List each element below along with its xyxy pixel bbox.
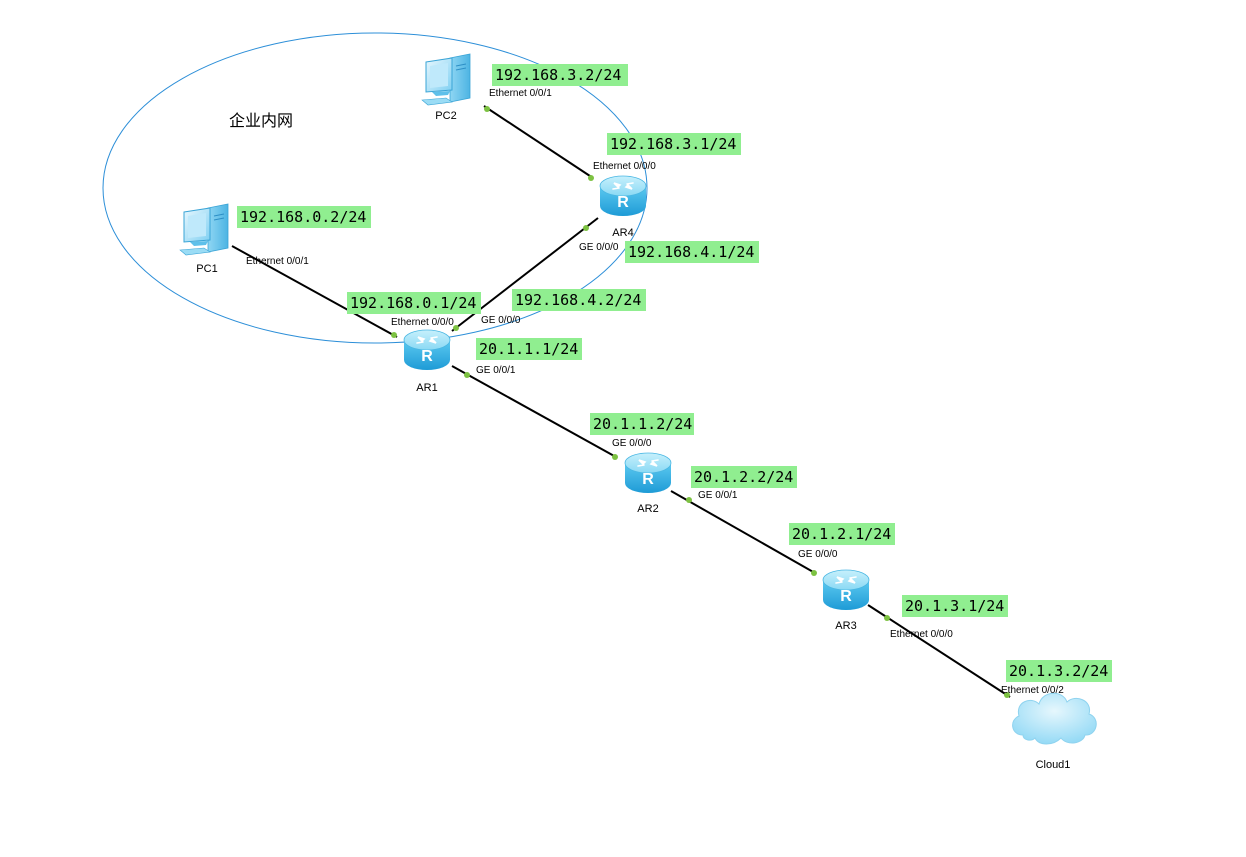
pc-icon [179,203,229,256]
port-label-ar4-ge000: GE 0/0/0 [579,242,619,253]
port-dots [391,106,1010,698]
port-dot-ar4-e000 [588,175,594,181]
pc-icon [421,53,471,106]
svg-text:192.168.0.1/24: 192.168.0.1/24 [350,294,476,312]
intranet-zone-outline [102,32,648,344]
port-dot-ar1-e000 [391,332,397,338]
port-label-ar2-ge000: GE 0/0/0 [612,438,652,449]
pc2-device[interactable] [421,53,471,106]
router-icon [403,329,451,371]
link-pc1-ar1[interactable] [231,245,398,338]
port-label-ar3-ge000: GE 0/0/0 [798,549,838,560]
ip-labels: 192.168.3.2/24 192.168.3.1/24 192.168.0.… [237,64,1112,682]
ip-label-ar1-ge000[interactable]: 192.168.4.2/24 [512,289,646,311]
ar1-label: AR1 [416,382,437,394]
ar4-device[interactable] [599,175,647,217]
link-ar4-ar1[interactable] [451,217,599,332]
port-dot-ar1-ge001 [464,372,470,378]
port-dot-ar1-ge000 [453,325,459,331]
svg-text:20.1.3.2/24: 20.1.3.2/24 [1009,662,1108,680]
ip-label-cloud1[interactable]: 20.1.3.2/24 [1006,660,1112,682]
ar4-label: AR4 [612,227,633,239]
port-label-ar2-ge001: GE 0/0/1 [698,490,738,501]
svg-text:192.168.3.2/24: 192.168.3.2/24 [495,66,621,84]
router-icon [624,452,672,494]
port-label-ar4-e000: Ethernet 0/0/0 [593,161,656,172]
svg-text:192.168.3.1/24: 192.168.3.1/24 [610,135,736,153]
svg-text:192.168.4.2/24: 192.168.4.2/24 [515,291,641,309]
port-dot-ar4-ge000 [583,225,589,231]
cloud-icon [1012,692,1097,745]
ip-label-ar4-ge000[interactable]: 192.168.4.1/24 [625,241,759,263]
ip-label-pc1[interactable]: 192.168.0.2/24 [237,206,371,228]
svg-text:20.1.2.2/24: 20.1.2.2/24 [694,468,793,486]
port-label-cloud1: Ethernet 0/0/2 [1001,685,1064,696]
cloud1-label: Cloud1 [1036,759,1071,771]
port-label-ar1-ge000: GE 0/0/0 [481,315,521,326]
port-labels: Ethernet 0/0/1 Ethernet 0/0/0 GE 0/0/0 E… [246,88,1064,696]
ip-label-pc2[interactable]: 192.168.3.2/24 [492,64,628,86]
port-label-ar1-ge001: GE 0/0/1 [476,365,516,376]
svg-text:192.168.0.2/24: 192.168.0.2/24 [240,208,366,226]
svg-text:192.168.4.1/24: 192.168.4.1/24 [628,243,754,261]
router-icon [599,175,647,217]
router-icon [822,569,870,611]
port-dot-ar3-ge000 [811,570,817,576]
svg-text:20.1.2.1/24: 20.1.2.1/24 [792,525,891,543]
port-label-ar1-e000: Ethernet 0/0/0 [391,317,454,328]
link-pc2-ar4[interactable] [483,105,594,179]
ip-label-ar4-e000[interactable]: 192.168.3.1/24 [607,133,741,155]
port-dot-cloud1-e002 [1004,692,1010,698]
ip-label-ar3-ge000[interactable]: 20.1.2.1/24 [789,523,895,545]
ip-label-ar1-ge001[interactable]: 20.1.1.1/24 [476,338,582,360]
port-dot-pc2-e001 [484,106,490,112]
port-dot-ar2-ge000 [612,454,618,460]
ar3-label: AR3 [835,620,856,632]
ip-label-ar3-e000[interactable]: 20.1.3.1/24 [902,595,1008,617]
link-ar2-ar3[interactable] [670,490,816,574]
ar2-label: AR2 [637,503,658,515]
cloud1-device[interactable] [1012,692,1097,745]
ip-label-ar2-ge000[interactable]: 20.1.1.2/24 [590,413,694,435]
port-dot-ar2-ge001 [686,497,692,503]
ar1-device[interactable] [403,329,451,371]
port-dot-ar3-e000 [884,615,890,621]
ip-label-ar2-ge001[interactable]: 20.1.2.2/24 [691,466,797,488]
svg-text:20.1.1.1/24: 20.1.1.1/24 [479,340,578,358]
link-ar1-ar2[interactable] [451,365,617,458]
link-ar3-cloud1[interactable] [867,604,1011,698]
port-label-ar3-e000: Ethernet 0/0/0 [890,629,953,640]
ip-label-ar1-e000[interactable]: 192.168.0.1/24 [347,292,481,314]
pc2-label: PC2 [435,110,456,122]
port-label-pc1: Ethernet 0/0/1 [246,256,309,267]
pc1-label: PC1 [196,263,217,275]
svg-text:20.1.3.1/24: 20.1.3.1/24 [905,597,1004,615]
port-label-pc2: Ethernet 0/0/1 [489,88,552,99]
ar3-device[interactable] [822,569,870,611]
intranet-zone-label: 企业内网 [229,111,293,130]
svg-text:20.1.1.2/24: 20.1.1.2/24 [593,415,692,433]
pc1-device[interactable] [179,203,229,256]
ar2-device[interactable] [624,452,672,494]
